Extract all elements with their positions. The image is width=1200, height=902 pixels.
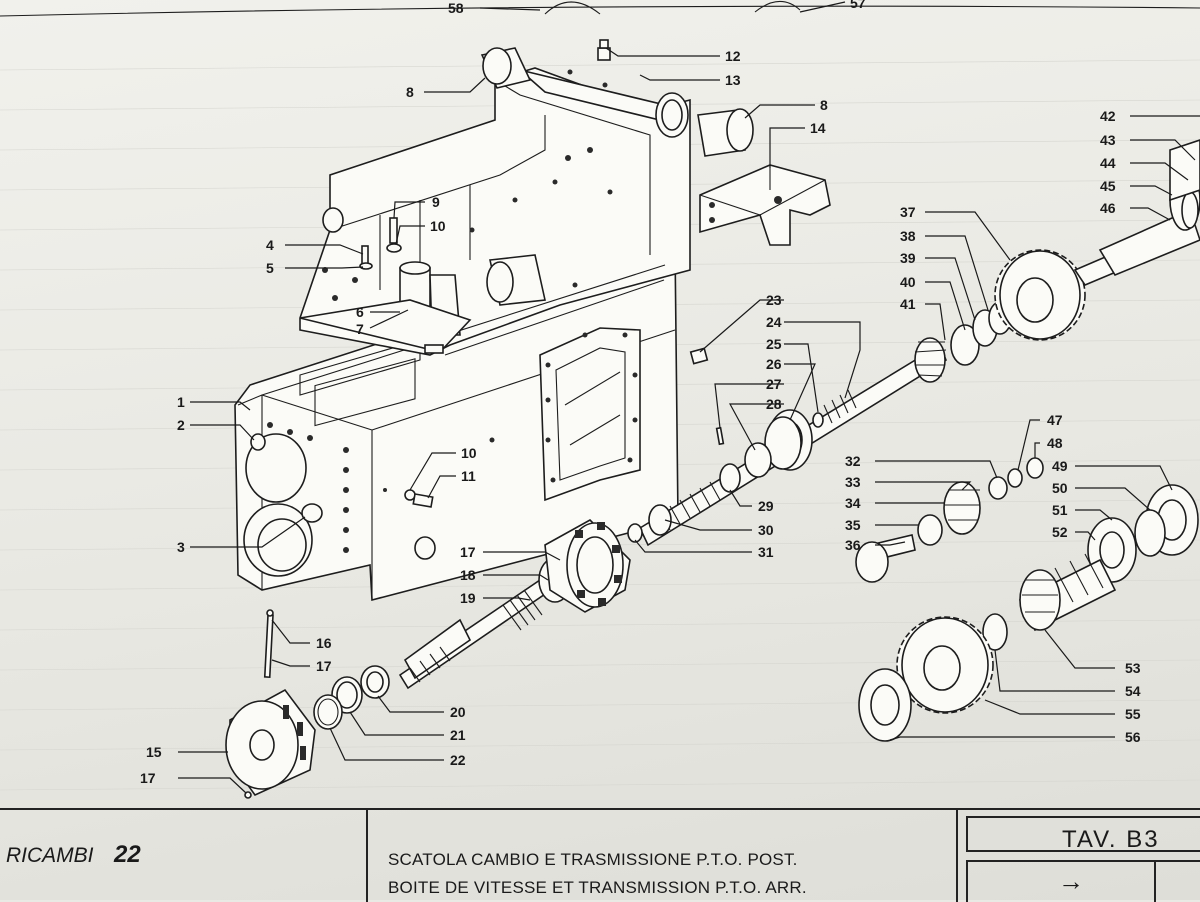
callout: 28	[766, 396, 782, 412]
callout: 16	[316, 635, 332, 651]
callout: 11	[461, 468, 476, 484]
callout: 19	[460, 590, 476, 606]
main-shaft-assembly	[858, 484, 1199, 742]
plate-sub-box	[966, 860, 1200, 902]
callout: 38	[900, 228, 916, 244]
callout: 21	[450, 727, 466, 743]
plate-number: TAV. B3	[1062, 826, 1160, 853]
callout: 41	[900, 296, 916, 312]
callout: 47	[1047, 412, 1063, 428]
callout: 26	[766, 356, 782, 372]
callout: 17	[140, 770, 156, 786]
callout: 56	[1125, 729, 1141, 745]
description-french: BOITE DE VITESSE ET TRANSMISSION P.T.O. …	[388, 878, 807, 897]
callout: 13	[725, 72, 741, 88]
upper-bracket	[299, 39, 754, 356]
callout: 50	[1052, 480, 1068, 496]
callout: 57	[850, 0, 866, 11]
plate-divider	[1154, 860, 1156, 902]
callout: 27	[766, 376, 782, 392]
gearbox-housing	[234, 243, 679, 602]
callout: 10	[461, 445, 477, 461]
callout: 17	[316, 658, 332, 674]
callout: 33	[845, 474, 861, 490]
pto-coupling	[225, 609, 316, 799]
callout: 2	[177, 417, 185, 433]
callout: 25	[766, 336, 782, 352]
countershaft-assembly	[627, 337, 947, 547]
callout: 36	[845, 537, 861, 553]
plate-number-cell: TAV. B3 →	[958, 810, 1200, 902]
callout: 49	[1052, 458, 1068, 474]
ricambi-label: RICAMBI	[6, 844, 94, 867]
callout: 12	[725, 48, 741, 64]
parts-44-48	[1169, 139, 1200, 231]
callout: 4	[266, 237, 274, 253]
shaft-34-38-assembly	[855, 457, 1044, 583]
callout: 35	[845, 517, 861, 533]
plate-number-box	[966, 816, 1200, 852]
previous-page-edge	[0, 0, 1200, 17]
callout: 58	[448, 0, 464, 16]
callout: 10	[430, 218, 446, 234]
callout: 23	[766, 292, 782, 308]
callout: 52	[1052, 524, 1068, 540]
callout: 51	[1052, 502, 1068, 518]
callout: 46	[1100, 200, 1116, 216]
callout: 7	[356, 321, 364, 337]
callout: 39	[900, 250, 916, 266]
leader-lines	[178, 1, 1200, 794]
callout: 53	[1125, 660, 1141, 676]
description-italian: SCATOLA CAMBIO E TRASMISSIONE P.T.O. POS…	[388, 850, 798, 869]
callout: 55	[1125, 706, 1141, 722]
callout: 43	[1100, 132, 1116, 148]
callout: 30	[758, 522, 774, 538]
housing-bolt-holes	[267, 422, 495, 553]
callout: 5	[266, 260, 274, 276]
callout: 31	[758, 544, 774, 560]
gear-39-assembly	[950, 208, 1200, 366]
callout: 8	[406, 84, 414, 100]
callout: 42	[1100, 108, 1116, 124]
callout: 18	[460, 567, 476, 583]
callout: 40	[900, 274, 916, 290]
callout: 15	[146, 744, 162, 760]
ricambi-number: 22	[114, 841, 141, 868]
callout: 45	[1100, 178, 1116, 194]
callout: 54	[1125, 683, 1141, 699]
callout: 8	[820, 97, 828, 113]
description-cell: SCATOLA CAMBIO E TRASMISSIONE P.T.O. POS…	[368, 810, 958, 902]
exploded-view-drawing: 8 12 13 8 14 9 10 4 5 6 7 1 2 3 10 11 23…	[0, 0, 1200, 799]
spare-parts-cell: RICAMBI 22	[0, 810, 368, 902]
callout: 44	[1100, 155, 1116, 171]
callout: 1	[177, 394, 185, 410]
callout: 20	[450, 704, 466, 720]
callout-labels: 8 12 13 8 14 9 10 4 5 6 7 1 2 3 10 11 23…	[140, 0, 1141, 786]
callout: 37	[900, 204, 916, 220]
callout: 34	[845, 495, 861, 511]
callout: 32	[845, 453, 861, 469]
callout: 6	[356, 304, 364, 320]
callout: 17	[460, 544, 476, 560]
arrow-right-icon: →	[1058, 866, 1084, 896]
callout: 3	[177, 539, 185, 555]
guard-plate	[699, 164, 831, 246]
title-block: RICAMBI 22 SCATOLA CAMBIO E TRASMISSIONE…	[0, 808, 1200, 902]
callout: 9	[432, 194, 440, 210]
callout: 29	[758, 498, 774, 514]
callout: 14	[810, 120, 826, 136]
pto-shaft-assembly	[313, 519, 631, 730]
callout: 48	[1047, 435, 1063, 451]
callout: 22	[450, 752, 466, 768]
callout: 24	[766, 314, 782, 330]
